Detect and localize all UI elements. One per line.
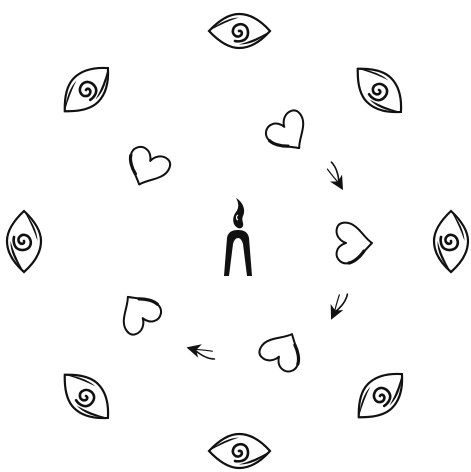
- inner-heart-ring: [111, 107, 372, 375]
- swirl-eye-icon: [346, 57, 413, 124]
- swirl-eye-icon: [347, 362, 414, 429]
- heart-outline-icon: [121, 144, 173, 193]
- heart-outline-icon: [337, 223, 372, 264]
- swirl-eye-icon: [53, 56, 120, 123]
- heart-outline-icon: [257, 324, 310, 375]
- flourish-arrow-icon: [322, 161, 349, 194]
- swirl-eye-icon: [209, 14, 270, 48]
- outer-eye-ring: [7, 14, 468, 468]
- heart-outline-icon: [262, 107, 316, 159]
- flourish-arrow-icon: [325, 290, 350, 323]
- flourish-arrow-icon: [185, 341, 218, 362]
- swirl-eye-icon: [53, 363, 120, 430]
- swirl-eye-icon: [434, 211, 468, 272]
- swirl-eye-icon: [7, 211, 41, 272]
- swirl-eye-icon: [209, 434, 270, 468]
- heart-outline-icon: [111, 285, 165, 337]
- candle-flame-icon: [224, 198, 252, 276]
- arrow-group: [185, 161, 350, 362]
